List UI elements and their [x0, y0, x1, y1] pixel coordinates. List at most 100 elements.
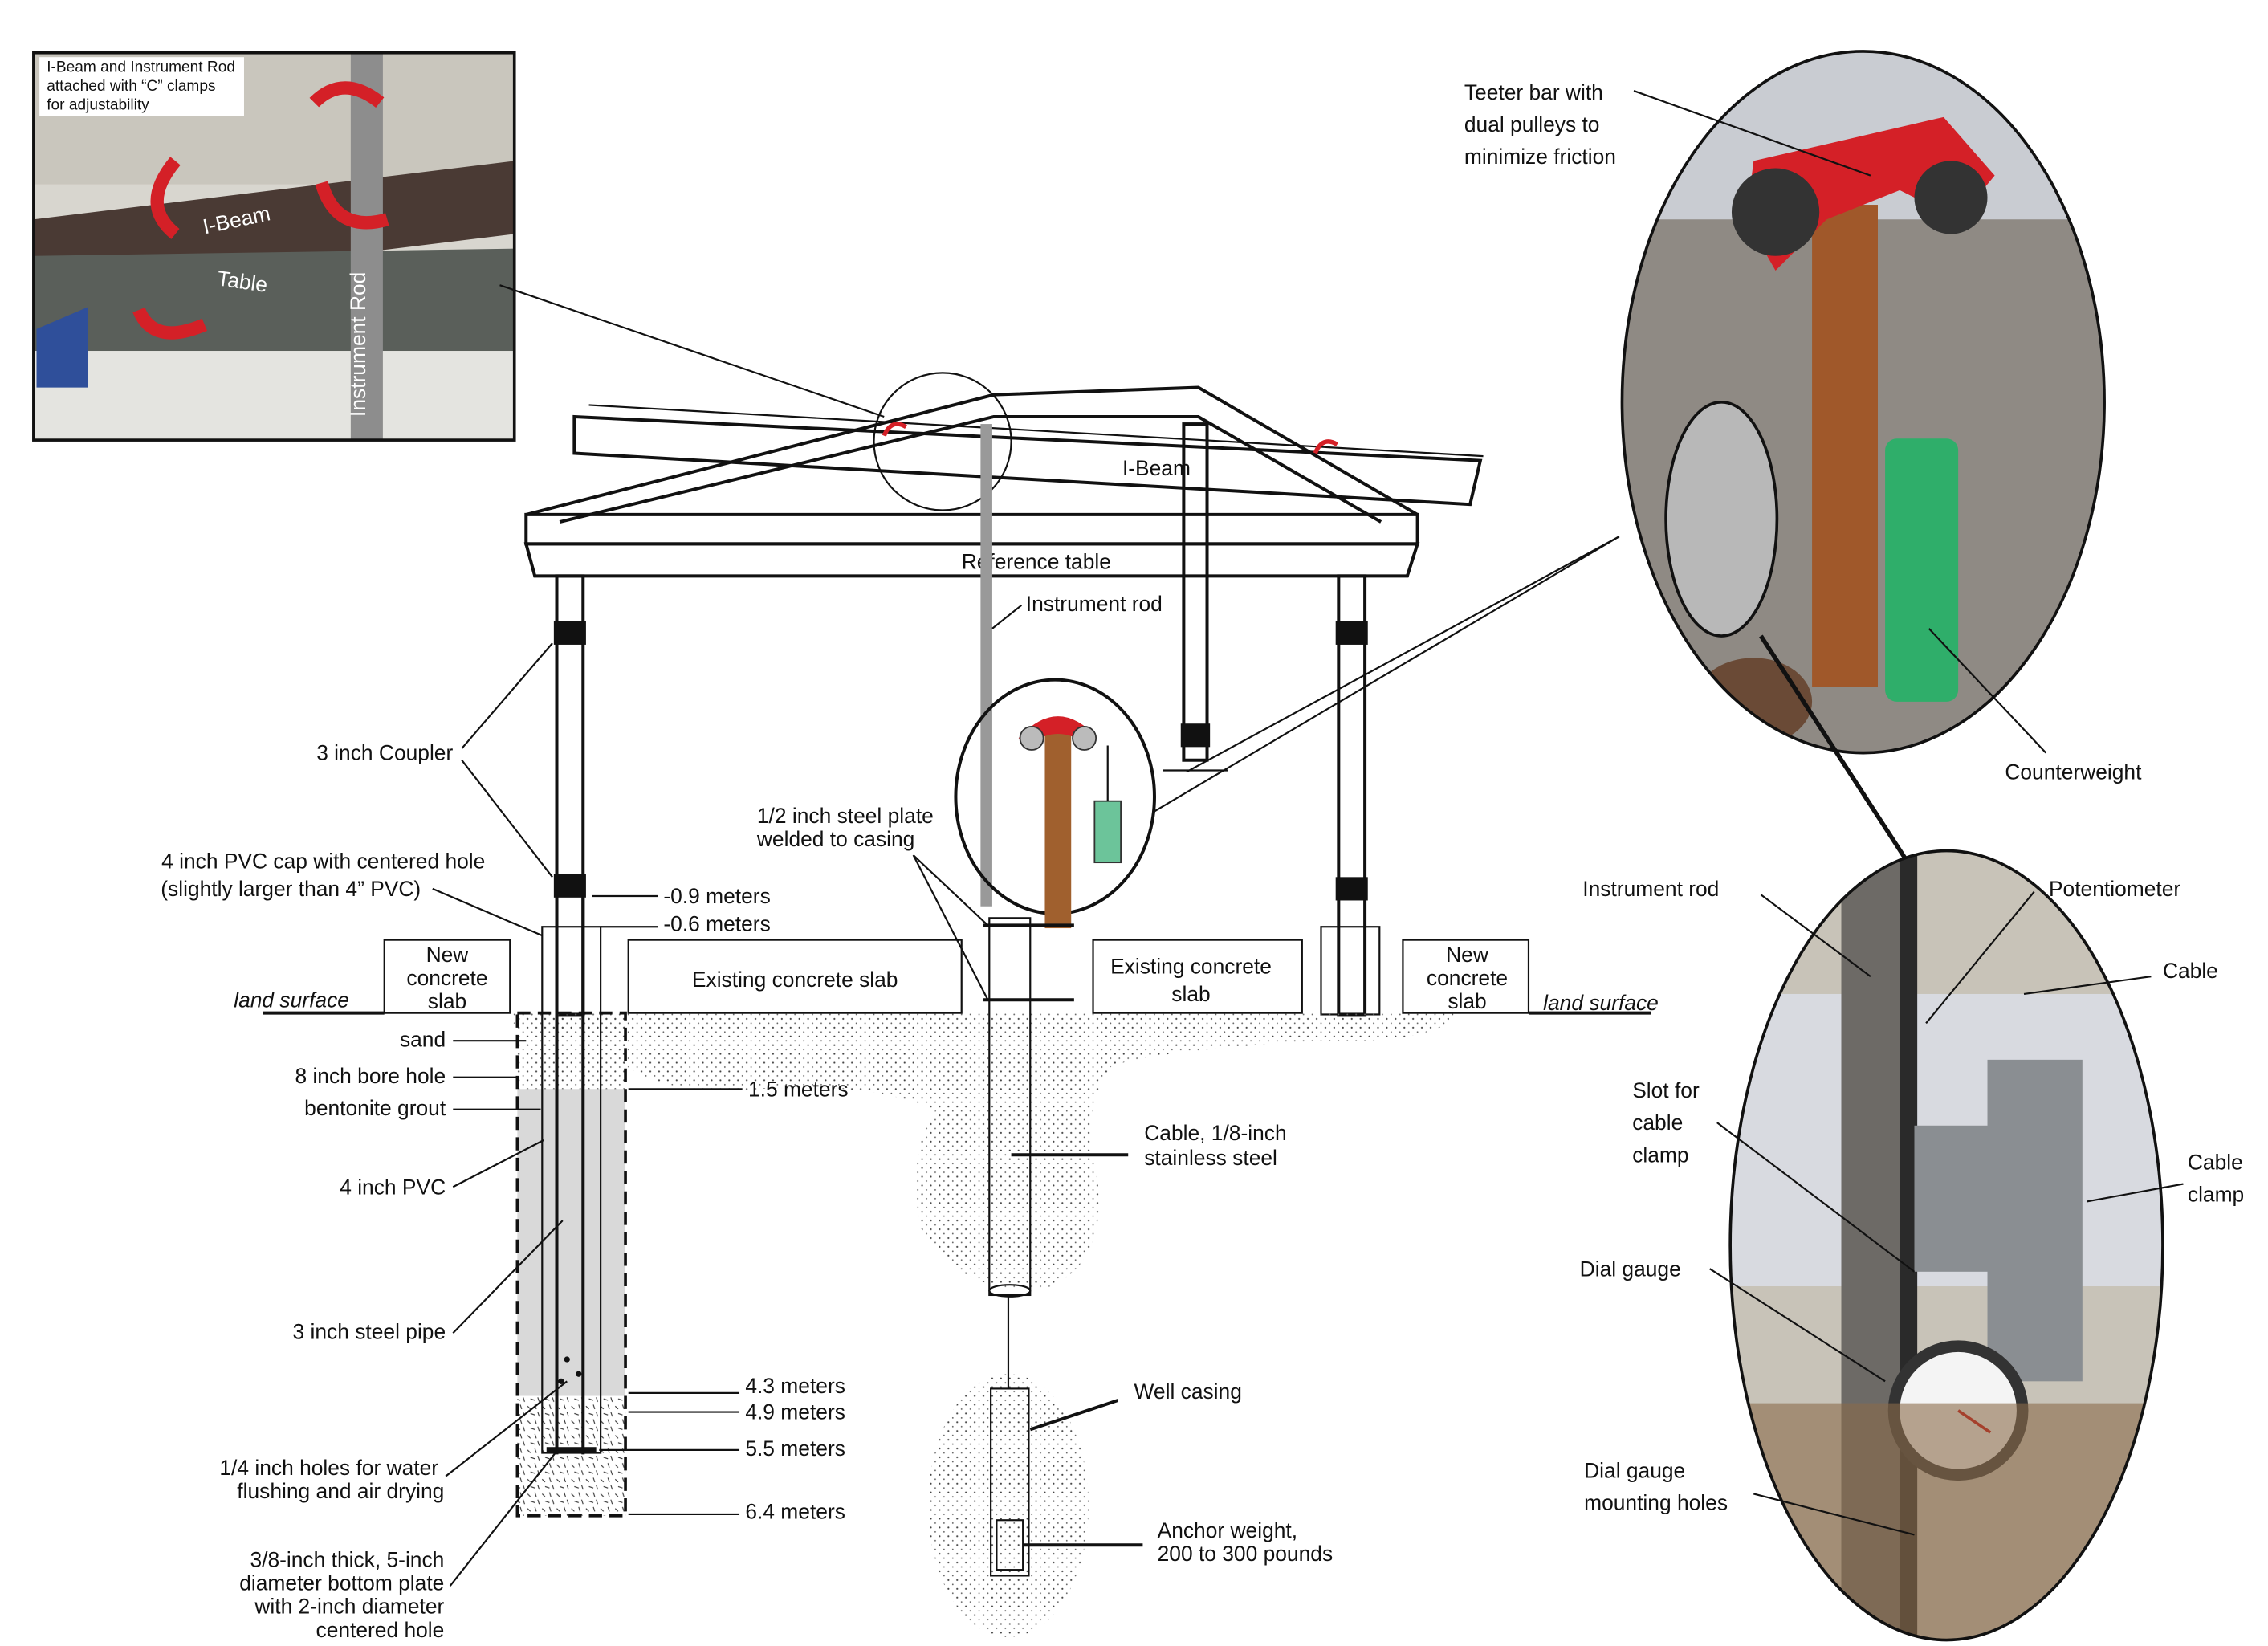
instrument-rod-photo	[350, 52, 383, 441]
c-clamp	[315, 181, 389, 230]
depth-label: 1.5 meters	[748, 1077, 849, 1101]
depth-label: 5.5 meters	[745, 1436, 845, 1461]
inset-caption-line: I-Beam and Instrument Rod	[47, 59, 235, 75]
bottom-plate-label: centered hole	[316, 1618, 445, 1642]
new-slab-label: New	[426, 943, 470, 967]
new-slab-left	[383, 939, 511, 1014]
c-clamp-icon	[1313, 439, 1338, 454]
depth-label: -0.9 meters	[663, 884, 770, 908]
steel-plate-label: 1/2 inch steel plate	[757, 804, 934, 828]
new-slab-label: concrete	[1427, 966, 1508, 990]
bentonite-grout	[517, 1089, 626, 1396]
cable-label: stainless steel	[1144, 1146, 1277, 1170]
teeter-label: Teeter bar with	[1464, 80, 1603, 104]
depth-label: 4.3 meters	[745, 1374, 845, 1398]
bottom-plate-label: 3/8-inch thick, 5-inch	[250, 1547, 444, 1571]
gauge-rod-label: Instrument rod	[1582, 877, 1719, 901]
coupler	[553, 874, 586, 898]
cable-clamp-label: Cable	[2188, 1150, 2243, 1174]
callout-line	[499, 284, 885, 418]
existing-slab-label: Existing concrete slab	[692, 968, 898, 992]
anchor-label: Anchor weight,	[1158, 1518, 1297, 1542]
pvc-cap-label: 4 inch PVC cap with centered hole	[161, 849, 485, 873]
cable-label: Cable, 1/8-inch	[1144, 1121, 1286, 1145]
detail-circle	[873, 372, 1012, 511]
inset-caption-line: attached with “C” clamps	[47, 78, 215, 95]
existing-slab-label: slab	[1171, 982, 1210, 1006]
ground: New concrete slab Existing concrete slab…	[234, 939, 1659, 1637]
slot-label: Slot for	[1632, 1078, 1700, 1102]
holes-label: flushing and air drying	[237, 1479, 444, 1503]
well: 1/2 inch steel plate welded to casing Ca…	[756, 804, 1334, 1577]
well-casing-label: Well casing	[1134, 1379, 1242, 1404]
grout-label: bentonite grout	[304, 1096, 446, 1120]
inset-rod-label: Instrument Rod	[346, 272, 370, 417]
bottom-plate	[546, 1447, 597, 1453]
coupler	[553, 621, 586, 645]
bottom-plate-label: diameter bottom plate	[239, 1571, 444, 1595]
anchor-label: 200 to 300 pounds	[1158, 1542, 1334, 1566]
coupler	[1335, 621, 1368, 645]
sand-label: sand	[400, 1027, 446, 1051]
teeter-label: dual pulleys to	[1464, 112, 1600, 136]
cable-clamp-label: clamp	[2188, 1182, 2244, 1206]
pvc-cap-label: (slightly larger than 4” PVC)	[161, 877, 421, 901]
well-casing-lower	[990, 1387, 1030, 1577]
teeter-label: minimize friction	[1464, 145, 1616, 169]
ibeam-label: I-Beam	[1122, 456, 1191, 480]
coupler	[1335, 877, 1368, 901]
bore-hole	[515, 1011, 627, 1518]
reference-frame: Reference table I-Beam Instrument rod	[523, 372, 1620, 1017]
gauge-photo: Instrument rod Potentiometer Cable Slot …	[1580, 849, 2244, 1642]
c-clamp	[309, 81, 385, 108]
counterweight-label: Counterweight	[2005, 760, 2142, 784]
counterweight	[1093, 800, 1122, 864]
gauge-cable-label: Cable	[2163, 959, 2218, 983]
reference-table	[523, 542, 1420, 578]
teeter-photo: Teeter bar with dual pulleys to minimize…	[1464, 50, 2142, 908]
c-clamp	[150, 157, 181, 239]
borehole: 4 inch PVC cap with centered hole (sligh…	[161, 642, 849, 1642]
bore-hole-label: 8 inch bore hole	[295, 1064, 446, 1088]
new-slab-label: slab	[1448, 989, 1486, 1013]
potentiometer-label: Potentiometer	[2049, 877, 2180, 901]
land-surface-label: land surface	[1543, 991, 1659, 1015]
bottom-plate-label: with 2-inch diameter	[254, 1595, 444, 1619]
steel-plate-label: welded to casing	[756, 827, 914, 851]
post-back	[1182, 422, 1209, 762]
instrument-rod-label: Instrument rod	[1026, 592, 1163, 616]
inset-photo-clamps: I-Beam and Instrument Rod attached with …	[32, 51, 516, 442]
slot-label: clamp	[1632, 1143, 1688, 1167]
depth-label: -0.6 meters	[663, 912, 770, 936]
sand-fill	[511, 1012, 1462, 1290]
slot-label: cable	[1632, 1110, 1683, 1135]
c-clamp-icon	[882, 422, 907, 437]
table-beam	[33, 248, 515, 352]
i-beam	[572, 414, 1483, 507]
mounting-holes-label: mounting holes	[1584, 1491, 1728, 1515]
counterweight-photo	[1885, 438, 1959, 702]
existing-slab-left	[627, 939, 963, 1014]
cable-clamp-photo	[1987, 1059, 2083, 1382]
new-slab-right	[1402, 939, 1530, 1014]
new-slab-label: New	[1446, 943, 1489, 967]
land-surface-label: land surface	[234, 988, 349, 1012]
well-casing-upper	[988, 917, 1032, 1297]
dial-gauge-label: Dial gauge	[1580, 1257, 1681, 1281]
teeter-post-photo	[1812, 205, 1878, 687]
teeter-post	[1044, 723, 1072, 929]
existing-slab-label: Existing concrete	[1110, 954, 1272, 978]
pvc-label: 4 inch PVC	[340, 1175, 446, 1199]
existing-slab-right	[1092, 939, 1303, 1014]
inset-caption-line: for adjustability	[47, 97, 149, 114]
depth-label: 4.9 meters	[745, 1400, 845, 1424]
c-clamp	[132, 307, 208, 340]
new-slab-label: concrete	[406, 966, 487, 990]
coupler-label: 3 inch Coupler	[316, 741, 453, 765]
steel-pipe-label: 3 inch steel pipe	[293, 1320, 446, 1344]
mounting-holes-label: Dial gauge	[1584, 1458, 1685, 1482]
new-slab-label: slab	[428, 989, 466, 1013]
instrument-rod	[980, 424, 992, 907]
